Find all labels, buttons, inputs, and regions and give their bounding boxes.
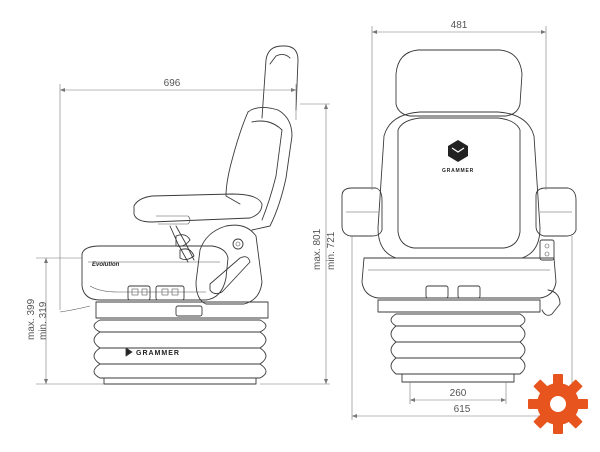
depth-value: 696 <box>164 78 181 89</box>
seat-height-max-label: max. 399 <box>26 298 37 340</box>
side-model-label: Evolution <box>92 262 120 268</box>
side-base-logo: GRAMMER <box>136 350 180 357</box>
front-logo: GRAMMER <box>442 168 474 174</box>
base-width-dimension <box>409 382 507 404</box>
side-height-dimension <box>260 103 330 385</box>
base-width-value: 260 <box>450 388 467 399</box>
seat-height-min-label: min. 319 <box>38 301 49 340</box>
height-max-label: max. 801 <box>312 228 323 270</box>
side-depth-dimension <box>59 84 297 310</box>
front-view-seat <box>341 49 577 383</box>
side-view-seat <box>59 45 299 385</box>
seat-height-dimension <box>36 257 104 385</box>
front-width-value: 481 <box>451 20 468 31</box>
height-min-label: min. 721 <box>326 231 337 270</box>
overall-width-value: 615 <box>454 404 471 415</box>
front-width-dimension <box>371 26 547 190</box>
